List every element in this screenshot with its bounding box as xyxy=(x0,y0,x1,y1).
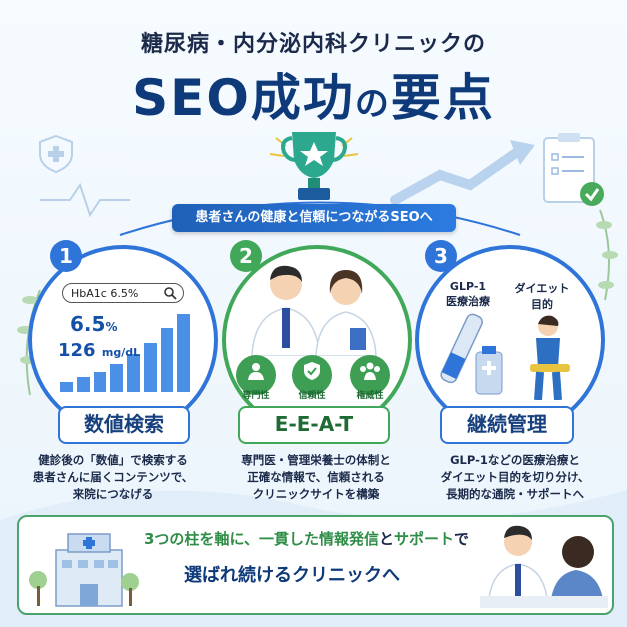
bottom-line-1: 3つの柱を軸に、一貫した情報発信とサポートで xyxy=(144,528,469,549)
bottom-line-2: 選ばれ続けるクリニックへ xyxy=(184,565,400,586)
main-title: SEO成功の要点 xyxy=(0,58,627,130)
bottom-line-1-b: 一貫した情報発信 xyxy=(259,530,380,548)
pillar-2-label: E-E-A-T xyxy=(238,406,390,444)
pillar-1-description: 健診後の「数値」で検索する 患者さんに届くコンテンツで、 来院につなげる xyxy=(18,452,208,503)
badge-trust-label: 信頼性 xyxy=(298,391,326,401)
value-glucose-number: 126 xyxy=(58,340,96,361)
pillar-1-desc-line3: 来院につなげる xyxy=(72,487,154,501)
pillar-3-label: 継続管理 xyxy=(440,406,574,444)
bottom-line-1-d: サポート xyxy=(394,530,455,548)
bottom-line-1-a: 3つの柱を軸に、 xyxy=(144,530,259,548)
bar-6 xyxy=(143,342,157,392)
diet-label-line1: ダイエット xyxy=(514,282,570,295)
main-title-a: SEO成功 xyxy=(132,69,355,127)
checklist-icon xyxy=(543,133,604,206)
clinic-building-icon xyxy=(29,533,139,607)
bar-5 xyxy=(127,354,140,392)
shield-icon xyxy=(39,134,73,174)
value-hba1c: 6.5% xyxy=(70,312,117,336)
diet-label: ダイエット 目的 xyxy=(512,280,572,312)
search-box: HbA1c 6.5% xyxy=(62,283,184,303)
main-title-no: の xyxy=(354,84,391,124)
main-title-b: 要点 xyxy=(390,69,495,127)
pillar-2-description: 専門医・管理栄養士の体制と 正確な情報で、信頼される クリニックサイトを構築 xyxy=(218,452,414,503)
shield-check-icon xyxy=(304,362,320,380)
bar-2 xyxy=(76,377,90,392)
pillar-3-number: 3 xyxy=(425,240,457,272)
treatment-illustration xyxy=(440,313,570,400)
pillar-1-number: 1 xyxy=(50,240,82,272)
pillar-3-description: GLP-1などの医療治療と ダイエット目的を切り分け、 長期的な通院・サポートへ xyxy=(420,452,610,503)
diet-label-line2: 目的 xyxy=(531,298,553,311)
ribbon-banner: 患者さんの健康と信頼につながるSEOへ xyxy=(172,204,456,232)
pillar-3-desc-line1: GLP-1などの医療治療と xyxy=(450,453,580,467)
bottom-line-1-c: と xyxy=(379,530,395,548)
value-hba1c-unit: % xyxy=(105,320,118,334)
trophy-icon xyxy=(269,132,359,200)
bottom-line-1-e: で xyxy=(454,530,470,548)
pillar-1-desc-line1: 健診後の「数値」で検索する xyxy=(38,453,188,467)
doctor-illustration xyxy=(251,265,377,356)
pillar-2-desc-line2: 正確な情報で、信頼される xyxy=(247,470,385,484)
search-text: HbA1c 6.5% xyxy=(71,287,139,300)
pillar-3-circle xyxy=(415,245,605,435)
pillar-2-desc-line3: クリニックサイトを構築 xyxy=(252,487,380,501)
pillar-1-label: 数値検索 xyxy=(58,406,190,444)
value-glucose-unit: mg/dL xyxy=(101,346,141,359)
subtitle: 糖尿病・内分泌内科クリニックの xyxy=(140,32,486,57)
glp1-label-line2: 医療治療 xyxy=(446,295,490,308)
pillar-2-number: 2 xyxy=(230,240,262,272)
glp1-label: GLP-1 医療治療 xyxy=(438,280,498,309)
bar-graph xyxy=(60,310,190,392)
pillar-3-desc-line3: 長期的な通院・サポートへ xyxy=(446,487,584,501)
consultation-illustration xyxy=(480,525,608,608)
badge-expertise-label: 専門性 xyxy=(242,391,270,401)
value-hba1c-number: 6.5 xyxy=(70,312,106,336)
group-icon xyxy=(360,362,380,380)
bar-4 xyxy=(110,364,123,392)
pillar-3-desc-line2: ダイエット目的を切り分け、 xyxy=(440,470,590,484)
bar-1 xyxy=(60,382,73,392)
badge-authority-label: 権威性 xyxy=(356,391,384,401)
search-icon xyxy=(164,287,177,300)
pillar-1-desc-line2: 患者さんに届くコンテンツで、 xyxy=(32,470,194,484)
value-glucose: 126 mg/dL xyxy=(58,340,140,361)
bar-3 xyxy=(93,372,107,392)
glp1-label-line1: GLP-1 xyxy=(449,280,487,293)
pillar-2-desc-line1: 専門医・管理栄養士の体制と xyxy=(241,453,391,467)
doctor-icon xyxy=(248,363,264,380)
bar-7 xyxy=(160,328,174,392)
bar-8 xyxy=(177,314,190,392)
